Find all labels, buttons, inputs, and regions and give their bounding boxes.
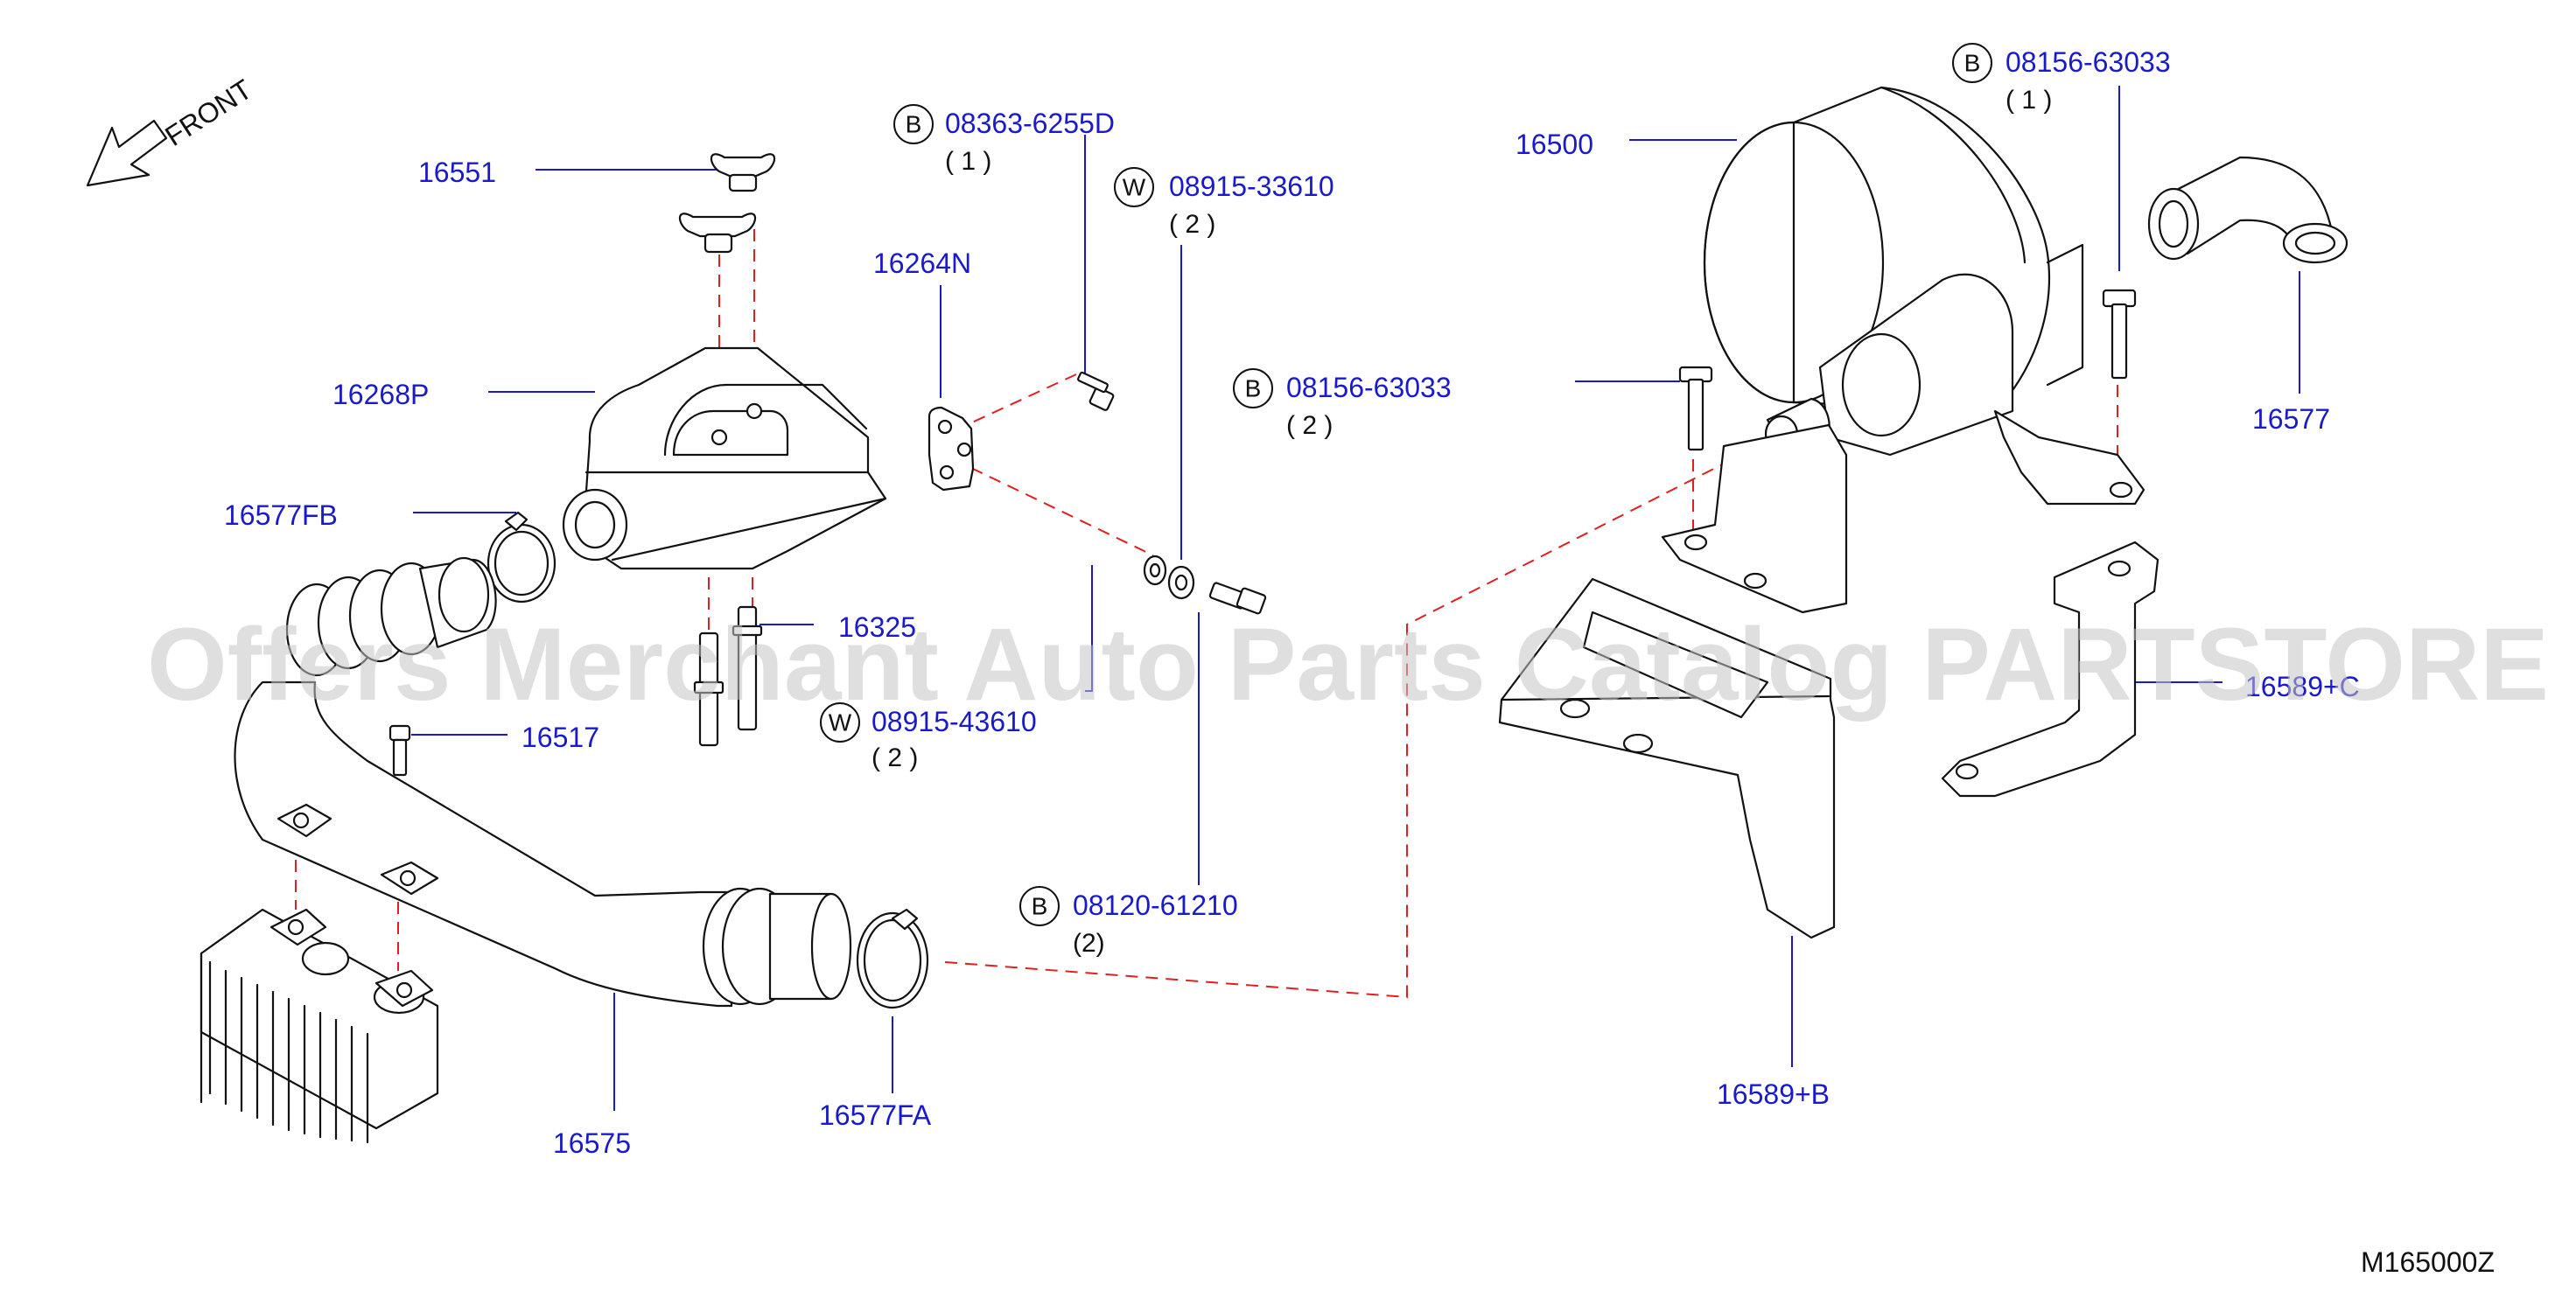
bolt-icon (388, 724, 411, 777)
leader-lines (411, 86, 2300, 1111)
washer-icon (1143, 555, 1195, 600)
fastener-qty: ( 1 ) (945, 147, 991, 176)
part-label-16325[interactable]: 16325 (838, 611, 916, 643)
fastener-qty: ( 2 ) (1169, 210, 1215, 239)
svg-text:B: B (1245, 375, 1262, 402)
fastener-qty: (2) (1073, 929, 1105, 958)
bracket-icon (1941, 541, 2160, 798)
hose-clamp-icon (486, 511, 556, 604)
radiator-icon (200, 908, 439, 1144)
air-cleaner-cover-icon (562, 346, 887, 570)
part-label-16517[interactable]: 16517 (522, 722, 599, 753)
part-label-16575[interactable]: 16575 (553, 1127, 631, 1159)
fastener-label-08363-6255D[interactable]: 08363-6255D (945, 108, 1115, 139)
part-label-16551[interactable]: 16551 (418, 157, 496, 188)
part-label-16577[interactable]: 16577 (2252, 403, 2330, 435)
bolt-marker-icon: B (1019, 886, 1060, 926)
svg-text:B: B (906, 111, 922, 138)
part-label-16268P[interactable]: 16268P (332, 379, 429, 410)
part-label-16577FB[interactable]: 16577FB (224, 499, 338, 531)
fastener-label-08156-63033[interactable]: 08156-63033 (2006, 46, 2171, 78)
bracket-icon (1498, 577, 1836, 939)
bolt-marker-icon: B (1233, 368, 1273, 408)
svg-text:W: W (829, 709, 852, 736)
part-label-16589B[interactable]: 16589+B (1717, 1078, 1830, 1110)
fastener-qty: ( 2 ) (1286, 411, 1333, 440)
bolt-icon (1678, 366, 1713, 451)
bolt-marker-icon: B (893, 104, 934, 144)
svg-text:B: B (1032, 893, 1048, 920)
air-duct-icon (234, 556, 852, 1008)
wing-nut-icon (678, 153, 776, 254)
front-label: FRONT (159, 73, 257, 152)
svg-text:B: B (1964, 50, 1981, 77)
bolt-icon (2102, 289, 2137, 380)
hose-clamp-icon (856, 908, 929, 1009)
bolt-icon (1077, 371, 1115, 411)
bracket-icon (928, 406, 975, 492)
fastener-label-08915-43610[interactable]: 08915-43610 (872, 706, 1037, 737)
diagram-code: M165000Z (2361, 1246, 2495, 1278)
stud-bolt-icon (693, 605, 763, 747)
part-label-16577FA[interactable]: 16577FA (819, 1099, 932, 1131)
bolt-icon (1208, 582, 1267, 615)
hose-elbow-icon (2147, 156, 2348, 264)
front-arrow-icon (86, 119, 168, 187)
fastener-qty: ( 2 ) (872, 743, 918, 772)
bolt-marker-icon: B (1952, 43, 1992, 83)
part-label-16589C[interactable]: 16589+C (2245, 671, 2360, 702)
fastener-qty: ( 1 ) (2006, 86, 2052, 115)
part-label-16500[interactable]: 16500 (1516, 129, 1593, 160)
fastener-label-08915-33610[interactable]: 08915-33610 (1169, 171, 1334, 202)
svg-text:W: W (1123, 174, 1146, 201)
washer-marker-icon: W (1114, 167, 1154, 207)
watermark: Offers Merchant Auto Parts Catalog PARTS… (147, 607, 2576, 722)
fastener-label-08156-63033[interactable]: 08156-63033 (1286, 372, 1452, 403)
air-cleaner-assembly-icon (1661, 86, 2146, 614)
washer-marker-icon: W (820, 702, 860, 743)
part-label-16264N[interactable]: 16264N (873, 248, 971, 279)
fastener-label-08120-61210[interactable]: 08120-61210 (1073, 890, 1238, 921)
